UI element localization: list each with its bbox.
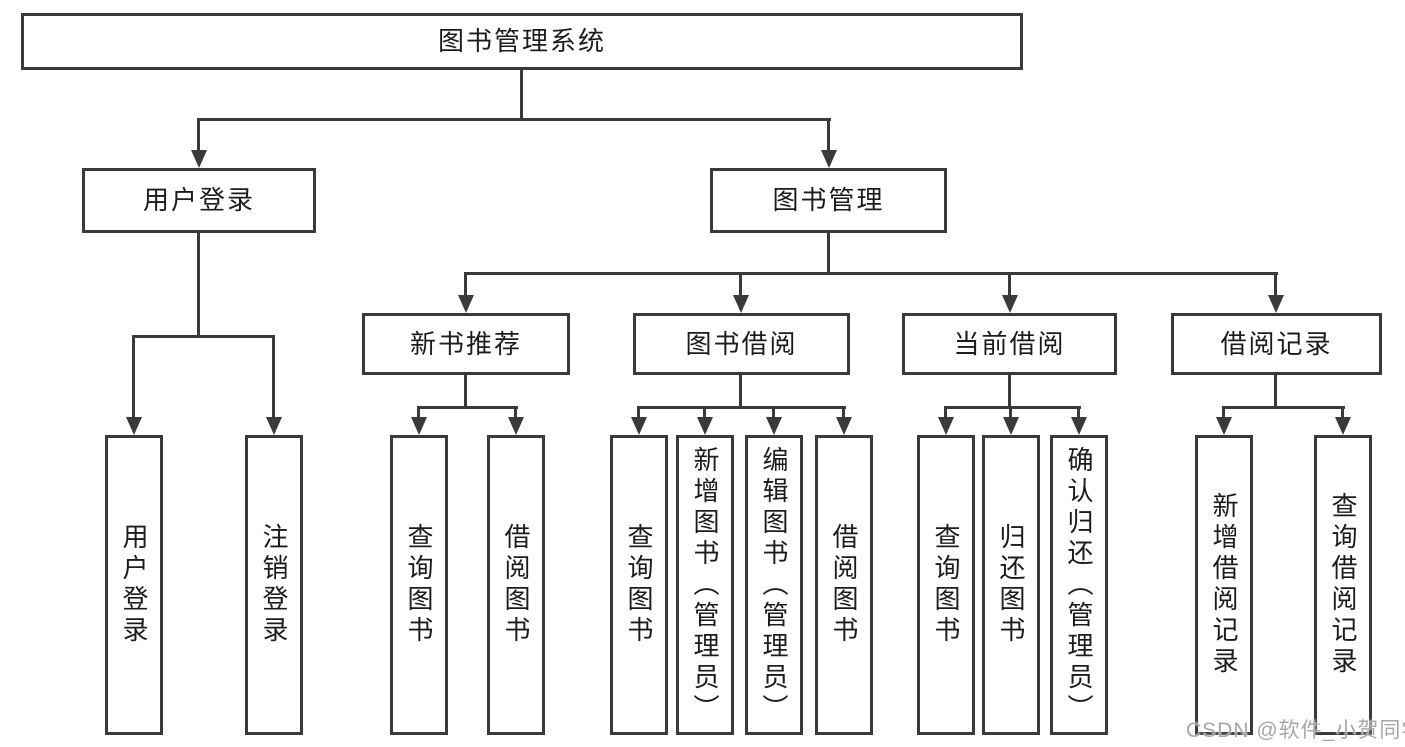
leaf-confirm-return-admin: 确认归还（管理员） bbox=[1050, 435, 1108, 735]
csdn-watermark: CSDN @软件_小贺同学 bbox=[1186, 719, 1405, 742]
connector-line bbox=[1222, 406, 1345, 409]
connector-line bbox=[1274, 375, 1277, 406]
node-book-management: 图书管理 bbox=[710, 168, 947, 233]
connector-line bbox=[1008, 375, 1011, 406]
connector-line bbox=[464, 272, 467, 295]
connector-line bbox=[464, 272, 1278, 275]
arrow-down-icon bbox=[1335, 417, 1351, 435]
node-borrow-records-label: 借阅记录 bbox=[1220, 328, 1333, 359]
connector-line bbox=[827, 233, 830, 272]
connector-line bbox=[1077, 406, 1080, 417]
leaf-query-books-recommend-label: 查询图书 bbox=[404, 523, 434, 647]
leaf-add-books-admin: 新增图书（管理员） bbox=[676, 435, 734, 735]
leaf-add-books-admin-label: 新增图书（管理员） bbox=[690, 445, 720, 725]
leaf-query-books-current-label: 查询图书 bbox=[931, 523, 961, 647]
arrow-down-icon bbox=[733, 295, 749, 313]
connector-line bbox=[1274, 272, 1277, 295]
connector-line bbox=[772, 406, 775, 417]
node-new-book-recommend: 新书推荐 bbox=[362, 313, 570, 375]
node-root: 图书管理系统 bbox=[21, 13, 1023, 70]
leaf-return-books: 归还图书 bbox=[982, 435, 1040, 735]
leaf-edit-books-admin: 编辑图书（管理员） bbox=[745, 435, 803, 735]
connector-line bbox=[944, 406, 947, 417]
leaf-query-books-borrow: 查询图书 bbox=[610, 435, 668, 735]
arrow-down-icon bbox=[697, 417, 713, 435]
arrow-down-icon bbox=[411, 417, 427, 435]
connector-line bbox=[197, 118, 200, 150]
leaf-user-login: 用户登录 bbox=[105, 435, 163, 735]
leaf-borrow-books-recommend: 借阅图书 bbox=[487, 435, 545, 735]
leaf-add-borrow-record: 新增借阅记录 bbox=[1195, 435, 1253, 735]
node-current-borrow-label: 当前借阅 bbox=[953, 328, 1066, 359]
node-user-login: 用户登录 bbox=[82, 168, 316, 233]
arrow-down-icon bbox=[1002, 295, 1018, 313]
connector-line bbox=[417, 406, 518, 409]
arrow-down-icon bbox=[938, 417, 954, 435]
connector-line bbox=[1222, 406, 1225, 417]
arrow-down-icon bbox=[766, 417, 782, 435]
leaf-logout-label: 注销登录 bbox=[259, 523, 289, 647]
leaf-query-books-current: 查询图书 bbox=[917, 435, 975, 735]
connector-line bbox=[520, 70, 523, 118]
node-user-login-label: 用户登录 bbox=[142, 185, 255, 216]
leaf-confirm-return-admin-label: 确认归还（管理员） bbox=[1064, 445, 1094, 725]
arrow-down-icon bbox=[821, 150, 837, 168]
leaf-return-books-label: 归还图书 bbox=[996, 523, 1026, 647]
leaf-borrow-books-label: 借阅图书 bbox=[829, 523, 859, 647]
node-book-borrow-label: 图书借阅 bbox=[685, 328, 798, 359]
connector-line bbox=[703, 406, 706, 417]
node-root-label: 图书管理系统 bbox=[437, 26, 606, 57]
leaf-query-books-borrow-label: 查询图书 bbox=[624, 523, 654, 647]
connector-line bbox=[197, 118, 831, 121]
connector-line bbox=[739, 375, 742, 406]
arrow-down-icon bbox=[266, 417, 282, 435]
arrow-down-icon bbox=[1071, 417, 1087, 435]
leaf-query-borrow-record-label: 查询借阅记录 bbox=[1328, 492, 1358, 678]
leaf-user-login-label: 用户登录 bbox=[119, 523, 149, 647]
connector-line bbox=[827, 118, 830, 150]
connector-line bbox=[514, 406, 517, 417]
connector-line bbox=[132, 335, 135, 417]
connector-line bbox=[842, 406, 845, 417]
node-current-borrow: 当前借阅 bbox=[902, 313, 1117, 375]
connector-line bbox=[272, 335, 275, 417]
arrow-down-icon bbox=[631, 417, 647, 435]
connector-line bbox=[197, 233, 200, 335]
node-book-management-label: 图书管理 bbox=[772, 185, 885, 216]
connector-line bbox=[1341, 406, 1344, 417]
connector-line bbox=[739, 272, 742, 295]
connector-line bbox=[944, 406, 1081, 409]
arrow-down-icon bbox=[191, 150, 207, 168]
connector-line bbox=[132, 335, 275, 338]
leaf-query-borrow-record: 查询借阅记录 bbox=[1314, 435, 1372, 735]
arrow-down-icon bbox=[508, 417, 524, 435]
leaf-borrow-books: 借阅图书 bbox=[815, 435, 873, 735]
arrow-down-icon bbox=[458, 295, 474, 313]
leaf-add-borrow-record-label: 新增借阅记录 bbox=[1209, 492, 1239, 678]
connector-line bbox=[464, 375, 467, 406]
connector-line bbox=[417, 406, 420, 417]
node-new-book-recommend-label: 新书推荐 bbox=[409, 328, 522, 359]
arrow-down-icon bbox=[1216, 417, 1232, 435]
arrow-down-icon bbox=[126, 417, 142, 435]
arrow-down-icon bbox=[1003, 417, 1019, 435]
node-borrow-records: 借阅记录 bbox=[1171, 313, 1382, 375]
connector-line bbox=[637, 406, 640, 417]
leaf-borrow-books-recommend-label: 借阅图书 bbox=[501, 523, 531, 647]
arrow-down-icon bbox=[836, 417, 852, 435]
connector-line bbox=[1008, 272, 1011, 295]
connector-line bbox=[637, 406, 846, 409]
leaf-query-books-recommend: 查询图书 bbox=[390, 435, 448, 735]
leaf-logout: 注销登录 bbox=[245, 435, 303, 735]
connector-line bbox=[1009, 406, 1012, 417]
leaf-edit-books-admin-label: 编辑图书（管理员） bbox=[759, 445, 789, 725]
node-book-borrow: 图书借阅 bbox=[633, 313, 850, 375]
arrow-down-icon bbox=[1268, 295, 1284, 313]
